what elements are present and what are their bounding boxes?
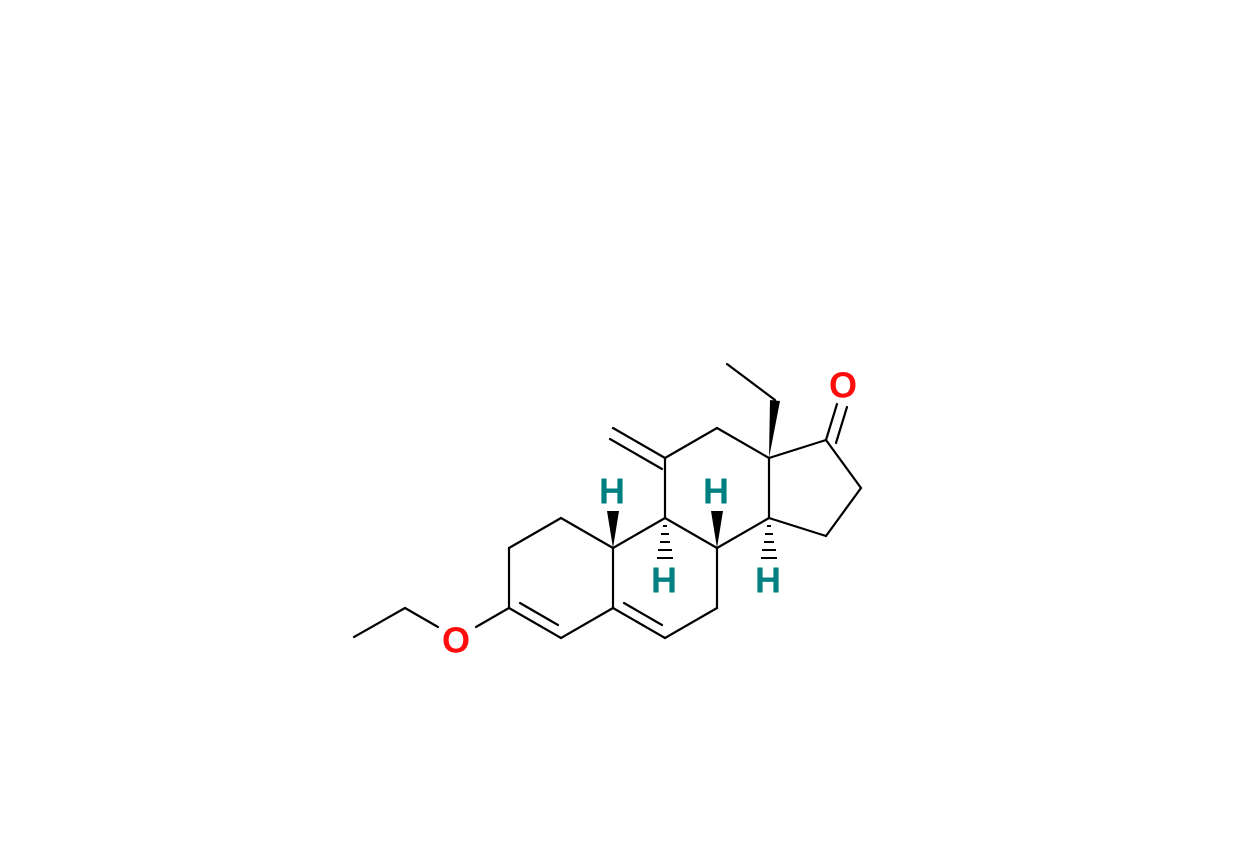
bond-c14-c8	[715, 516, 771, 550]
bond-c17-o-double	[834, 405, 849, 445]
atom-ketone-oxygen: O	[829, 365, 857, 406]
bond-c11-ch2-double	[608, 437, 664, 471]
atom-h-c9: H	[651, 560, 677, 601]
bond-ch3-ch2	[352, 606, 407, 639]
bond-c4-c3-double	[518, 601, 560, 627]
atom-h-c14: H	[755, 560, 781, 601]
bond-c17-c16	[824, 438, 863, 490]
atom-labels: O O H H H H	[442, 365, 857, 661]
bond-c2-c1	[507, 516, 563, 550]
bond-c11-ch2	[611, 426, 667, 460]
bond-c11-c12	[663, 426, 719, 460]
atom-h-c8: H	[703, 471, 729, 512]
bond-ch2-o	[403, 606, 440, 629]
bond-c4-c3	[507, 606, 563, 640]
bonds	[352, 362, 863, 640]
bond-c8-c9	[663, 516, 719, 550]
bond-c13-c17	[767, 438, 828, 460]
bond-c9-c10	[611, 516, 667, 550]
bond-c5-c6-double	[622, 601, 664, 627]
bond-c5-c4	[559, 606, 615, 640]
bond-c12-c13	[715, 426, 771, 460]
wedge-c13-ethyl	[769, 400, 780, 458]
bond-c17-o	[824, 402, 839, 442]
bond-c15-c14	[767, 516, 828, 538]
hash-c14-h	[761, 525, 777, 559]
wedge-c8-h	[711, 511, 723, 548]
bond-c1-c10	[559, 516, 615, 550]
atom-h-c10: H	[599, 471, 625, 512]
hash-c9-h	[657, 525, 673, 559]
bond-ethyl	[725, 362, 777, 402]
bond-c16-c15	[824, 486, 863, 538]
wedge-c10-h	[607, 511, 619, 548]
bond-c5-c6	[611, 606, 667, 640]
atom-ether-oxygen: O	[442, 620, 470, 661]
bond-o-c3	[474, 606, 511, 629]
bond-c6-c7	[663, 606, 719, 640]
